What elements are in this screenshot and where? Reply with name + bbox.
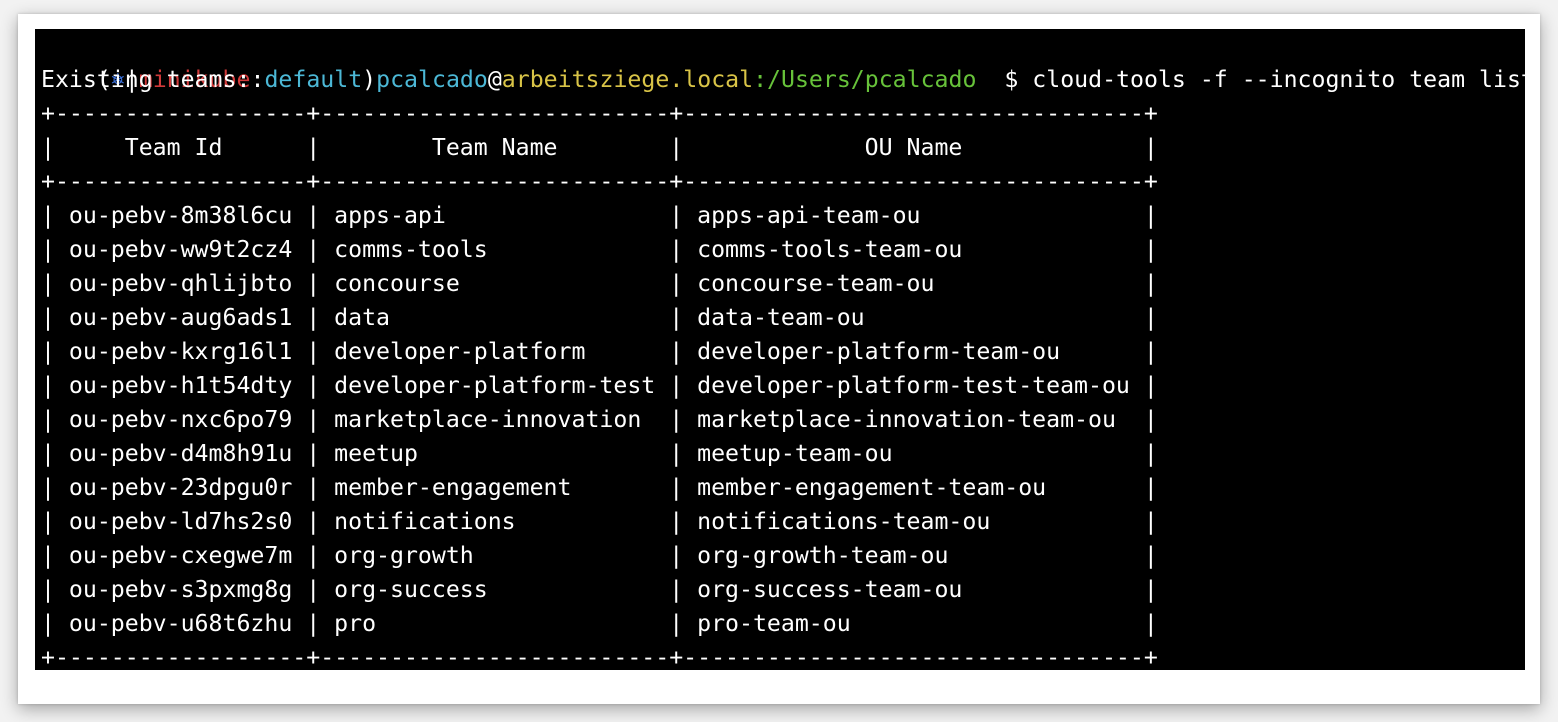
prompt-colon: : (250, 66, 265, 93)
terminal-window[interactable]: (⎈|minikube:default)pcalcado@arbeitszieg… (35, 29, 1525, 670)
prompt-cluster: minikube (138, 66, 251, 93)
table-row: | ou-pebv-kxrg16l1 | developer-platform … (41, 338, 1158, 365)
output-heading: Existing teams: (41, 66, 251, 93)
prompt-namespace: default (264, 66, 363, 93)
prompt-user: pcalcado (376, 66, 488, 93)
table-row: | ou-pebv-u68t6zhu | pro | pro-team-ou | (41, 610, 1158, 637)
table-row: | ou-pebv-nxc6po79 | marketplace-innovat… (41, 406, 1158, 433)
prompt-line: (⎈|minikube:default)pcalcado@arbeitszieg… (41, 29, 1525, 93)
prompt-open-paren: ( (96, 66, 111, 93)
table-row: | ou-pebv-h1t54dty | developer-platform-… (41, 372, 1158, 399)
table-row: | ou-pebv-23dpgu0r | member-engagement |… (41, 474, 1158, 501)
table-row: | ou-pebv-ld7hs2s0 | notifications | not… (41, 508, 1158, 535)
prompt-pipe: | (124, 66, 139, 93)
table-row: | ou-pebv-aug6ads1 | data | data-team-ou… (41, 304, 1158, 331)
table-border: +------------------+--------------------… (41, 644, 1158, 670)
table-row: | ou-pebv-ww9t2cz4 | comms-tools | comms… (41, 236, 1158, 263)
table-row: | ou-pebv-d4m8h91u | meetup | meetup-tea… (41, 440, 1158, 467)
prompt-host: arbeitsziege.local (501, 66, 754, 93)
prompt-path: :/Users/pcalcado (753, 66, 977, 93)
table-row: | ou-pebv-cxegwe7m | org-growth | org-gr… (41, 542, 1158, 569)
kubernetes-helm-icon: ⎈ (110, 66, 125, 93)
table-row: | ou-pebv-s3pxmg8g | org-success | org-s… (41, 576, 1158, 603)
table-border: +------------------+--------------------… (41, 168, 1158, 195)
table-header-row: | Team Id | Team Name | OU Name | (41, 134, 1158, 161)
prompt-at: @ (487, 66, 502, 93)
table-row: | ou-pebv-8m38l6cu | apps-api | apps-api… (41, 202, 1158, 229)
table-border: +------------------+--------------------… (41, 100, 1158, 127)
prompt-dollar: $ (976, 66, 1033, 93)
prompt-close-paren: ) (362, 66, 377, 93)
table-row: | ou-pebv-qhlijbto | concourse | concour… (41, 270, 1158, 297)
command-text[interactable]: cloud-tools -f --incognito team list (1032, 66, 1525, 93)
